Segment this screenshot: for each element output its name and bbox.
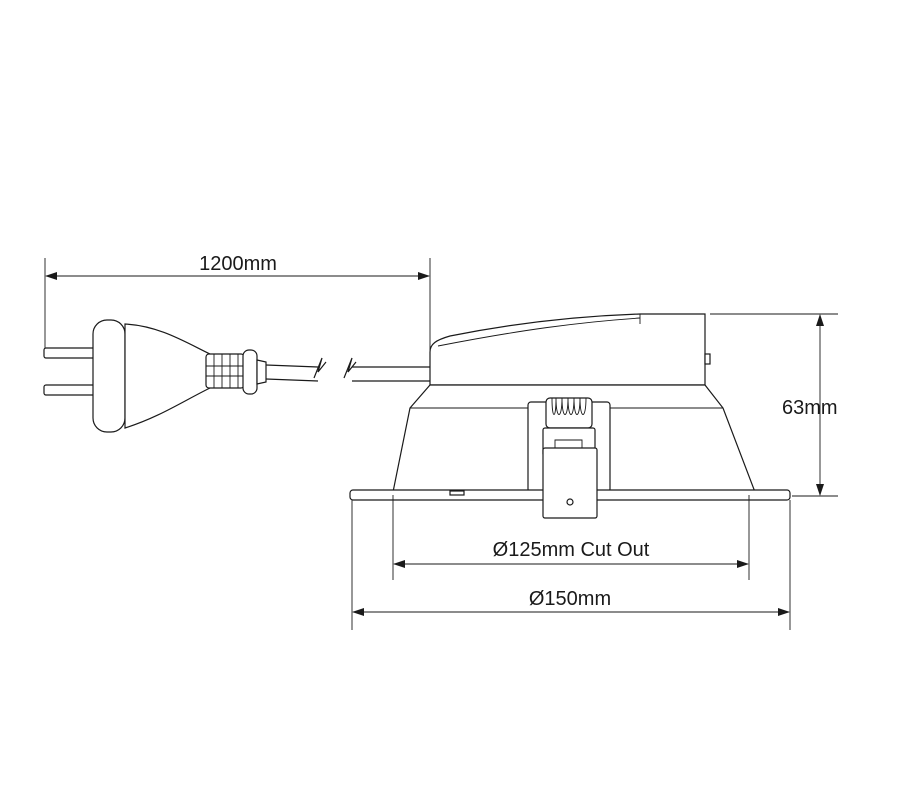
plug-body <box>124 323 213 429</box>
height-dimension: 63mm <box>710 313 838 497</box>
plug-collar <box>242 349 258 395</box>
plug-face <box>92 319 126 433</box>
housing-clip <box>704 353 711 365</box>
height-label: 63mm <box>782 397 838 419</box>
downlight-fixture <box>349 313 791 519</box>
plug-pin-top <box>43 347 97 359</box>
spring-clip-tab <box>542 447 598 519</box>
plug-pin-bottom <box>43 384 97 396</box>
cut-out-label: Ø125mm Cut Out <box>493 539 650 561</box>
diameter-dimension: Ø150mm <box>351 500 791 630</box>
cable-break-left <box>313 357 327 379</box>
plug-icon <box>43 319 267 433</box>
cable-break-right <box>343 357 357 379</box>
diameter-label: Ø150mm <box>529 588 611 610</box>
cable-length-dimension: 1200mm <box>44 253 431 352</box>
cut-out-dimension: Ø125mm Cut Out <box>392 495 750 580</box>
power-cable <box>265 357 432 382</box>
cable-length-label: 1200mm <box>199 253 277 275</box>
